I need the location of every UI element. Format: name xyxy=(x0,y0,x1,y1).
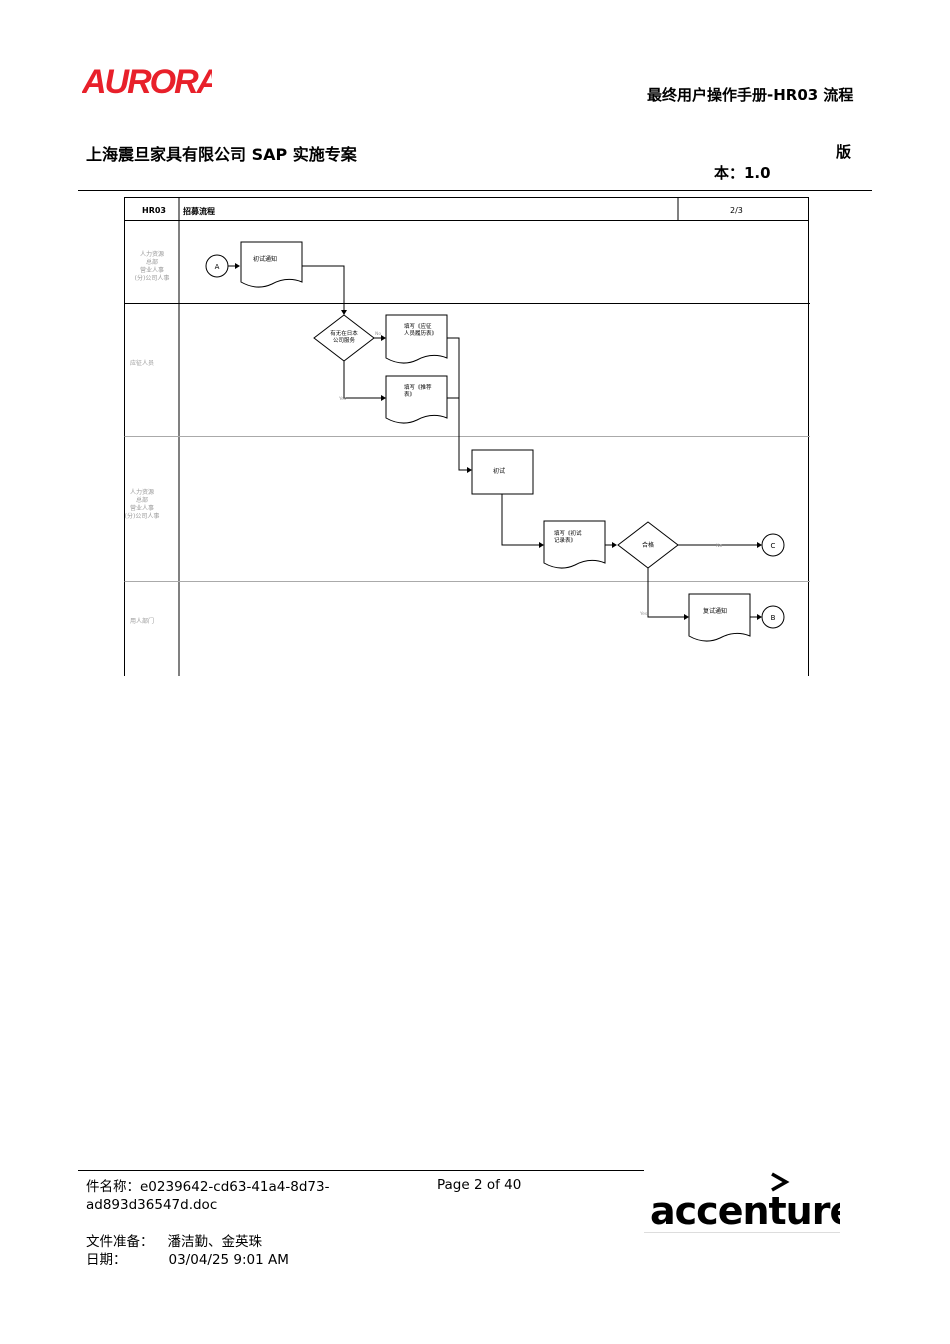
arrow-head xyxy=(235,263,240,269)
doc-referral-form xyxy=(385,375,448,424)
flow-header-frame xyxy=(124,197,809,221)
label-line: 人力资源 xyxy=(140,250,164,258)
footer-rule xyxy=(78,1170,644,1171)
logo-text: AURORA xyxy=(82,63,212,98)
arrow-head xyxy=(381,335,386,341)
date-label: 日期： xyxy=(86,1252,127,1268)
flow-code: HR03 xyxy=(142,206,166,215)
arrow-head xyxy=(381,395,386,401)
label-line: 记录表》 xyxy=(554,536,576,544)
recruitment-flowchart: HR03 招募流程 2/3 人力资源总部营业人事(分)公司人事 应征人员 人力资… xyxy=(124,197,810,676)
connector-c-label: C xyxy=(771,542,776,550)
flow-line xyxy=(501,494,540,546)
label-line: 填写《推荐 xyxy=(404,383,432,391)
label-line: 有无在日本 xyxy=(330,329,358,337)
process-initial-interview-label: 初试 xyxy=(493,467,505,475)
lane-label-hr-2: 人力资源总部营业人事(分)公司人事 xyxy=(125,488,160,520)
label-line: 填写《初试 xyxy=(554,529,582,537)
label-line: (分)公司人事 xyxy=(135,274,170,282)
flow-line xyxy=(302,265,345,312)
doc-application-form xyxy=(385,314,448,364)
label-line: 人力资源 xyxy=(130,488,154,496)
connector-a-label: A xyxy=(215,263,220,271)
arrow-head xyxy=(612,542,617,548)
label-line: 用人部门 xyxy=(130,617,154,625)
lane-label-hr-1: 人力资源总部营业人事(分)公司人事 xyxy=(135,250,170,282)
lane-label-dept: 用人部门 xyxy=(130,617,154,625)
header-rule xyxy=(78,190,872,191)
label-line: 填写《应征 xyxy=(404,322,432,330)
preparer-label: 文件准备： xyxy=(86,1234,154,1250)
document-title: 最终用户操作手册-HR03 流程 xyxy=(647,86,854,104)
label-yes-1: Yes xyxy=(338,396,347,402)
doc-application-form-label: 填写《应征人员履历表》 xyxy=(404,322,437,337)
decision-pass-label: 合格 xyxy=(642,541,654,549)
doc-interview-notice-label: 初试通知 xyxy=(253,255,277,263)
label-line: 营业人事 xyxy=(130,504,154,512)
arrow-head xyxy=(757,614,762,620)
flow-page: 2/3 xyxy=(730,206,743,215)
lane-label-applicant: 应征人员 xyxy=(130,359,154,367)
label-no-1: No xyxy=(375,331,381,337)
label-line: 总部 xyxy=(136,496,148,504)
footer-date: 日期： 03/04/25 9:01 AM xyxy=(86,1251,289,1269)
accenture-logo: accenture xyxy=(644,1172,840,1233)
preparer-value: 潘洁勤、金英珠 xyxy=(167,1234,263,1250)
label-line: 表》 xyxy=(404,390,415,398)
arrow-head xyxy=(341,310,347,315)
footer-preparer: 文件准备： 潘洁勤、金英珠 xyxy=(86,1233,262,1251)
version-value: 本：1.0 xyxy=(714,164,771,182)
label-no-2: No xyxy=(716,543,722,549)
label-line: (分)公司人事 xyxy=(125,512,160,520)
label-line: 应征人员 xyxy=(130,359,154,367)
doc-interview-record xyxy=(543,520,606,569)
arrow-head xyxy=(684,614,689,620)
flow-line xyxy=(447,337,468,471)
label-yes-2: Yes xyxy=(639,611,648,617)
flow-title: 招募流程 xyxy=(183,206,215,216)
footer-file-name: 件名称：e0239642-cd63-41a4-8d73-ad893d36547d… xyxy=(86,1179,330,1213)
connector-c xyxy=(761,533,785,557)
footer-page-number: Page 2 of 40 xyxy=(437,1177,522,1193)
arrow-head xyxy=(467,467,472,473)
flow-line xyxy=(343,361,382,399)
label-line: 人员履历表》 xyxy=(404,329,437,337)
arrow-head xyxy=(757,542,762,548)
doc-recheck-notice-label: 复试通知 xyxy=(703,607,727,615)
decision-previous-service-label: 有无在日本公司服务 xyxy=(330,329,358,344)
doc-interview-notice xyxy=(240,241,303,288)
company-project-title: 上海震旦家具有限公司 SAP 实施专案 xyxy=(86,145,357,164)
flow-line xyxy=(647,568,685,618)
doc-recheck-notice xyxy=(688,593,751,642)
label-line: 营业人事 xyxy=(140,266,164,274)
label-line: 公司服务 xyxy=(333,336,356,344)
arrow-head xyxy=(539,542,544,548)
date-value: 03/04/25 9:01 AM xyxy=(168,1252,289,1268)
accenture-greater-than-mark xyxy=(771,1172,790,1192)
doc-referral-form-label: 填写《推荐表》 xyxy=(404,383,432,398)
connector-b xyxy=(761,605,785,629)
label-line: 总部 xyxy=(146,258,158,266)
doc-interview-record-label: 填写《初试记录表》 xyxy=(554,529,582,544)
aurora-logo: AURORA xyxy=(82,63,212,98)
connector-b-label: B xyxy=(771,614,776,622)
accenture-wordmark: accenture xyxy=(650,1189,840,1233)
version-label: 版 xyxy=(836,143,852,161)
